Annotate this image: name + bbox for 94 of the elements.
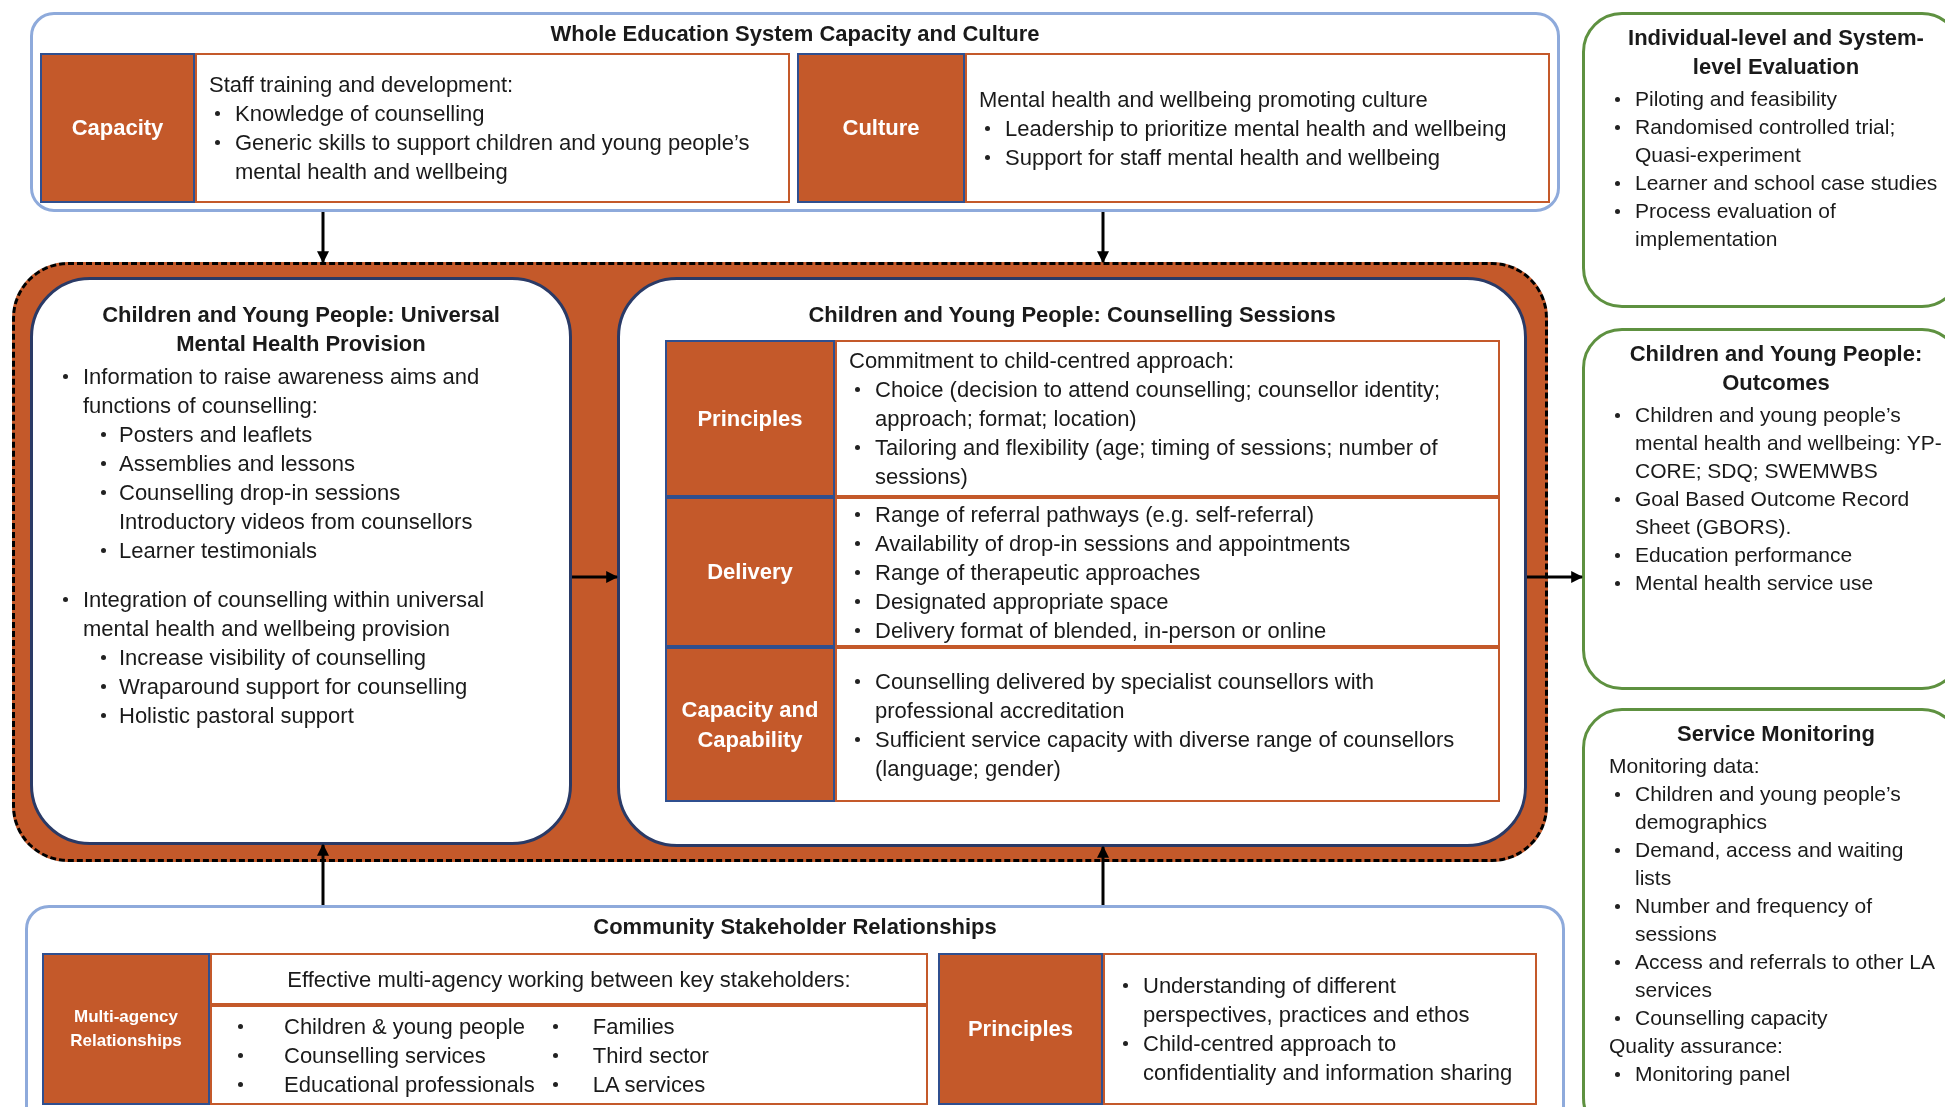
bullet-item: Assemblies and lessons [57, 449, 545, 478]
bullet-item: Tailoring and flexibility (age; timing of sessions; number of sessions) [849, 433, 1486, 491]
bullet-item: Randomised controlled trial; Quasi-experiment [1609, 113, 1943, 169]
bullet-item: Children and young people’s demographics [1609, 780, 1943, 836]
bullet-item: Choice (decision to attend counselling; counsellor identity; approach; format; location) [849, 375, 1486, 433]
content-box [1103, 953, 1537, 1105]
content-box [210, 953, 928, 1005]
bullet-item: Generic skills to support children and young people’s mental health and wellbeing [209, 128, 776, 186]
heading: Community Stakeholder Relationships [592, 913, 998, 941]
outcome-panel [1582, 12, 1945, 308]
section-label-box [42, 953, 210, 1105]
section-label: Principles [696, 404, 804, 433]
bullet-item: Counselling services [224, 1040, 535, 1070]
bullet-item: Increase visibility of counselling [57, 643, 545, 672]
section-label: Capacity [70, 114, 165, 142]
bullet-item: Monitoring panel [1609, 1060, 1943, 1088]
bullet-item: Learner testimonials [57, 536, 545, 565]
bullet-item: Support for staff mental health and wellbeing [979, 142, 1536, 172]
section-panel [25, 905, 1565, 1107]
heading: Children and Young People: Outcomes [1628, 340, 1924, 397]
section-label-box [40, 53, 195, 203]
bullet-item: Counselling drop-in sessions [57, 478, 545, 507]
bullet-item: Information to raise awareness aims and functions of counselling: [57, 362, 545, 420]
text: Introductory videos from counsellors [118, 508, 474, 536]
bullet-item: Integration of counselling within universal mental health and wellbeing provision [57, 585, 545, 643]
text: Monitoring data: [1609, 753, 1761, 779]
bullet-item: Counselling capacity [1609, 1004, 1943, 1032]
section-label: Culture [841, 114, 921, 142]
bullet-item: Mental health service use [1609, 569, 1943, 597]
arrow [317, 843, 329, 905]
bullet-item: Demand, access and waiting lists [1609, 836, 1943, 892]
section-label-box [665, 497, 835, 647]
arrow [572, 571, 619, 583]
arrow [1097, 212, 1109, 264]
arrow [1527, 571, 1584, 583]
bullet-item: Child-centred approach to confidentiality and information sharing [1117, 1029, 1523, 1087]
bullet-item: Children and young people’s mental health and wellbeing: YP-CORE; SDQ; SWEMWBS [1609, 401, 1943, 485]
text: Quality assurance: [1609, 1033, 1784, 1059]
section-label: Capacity and Capability [680, 695, 820, 754]
heading: Children and Young People: Universal Mental Health Provision [101, 301, 501, 358]
bullet-item: Range of referral pathways (e.g. self-referral) [849, 499, 1486, 529]
section-label-box [665, 340, 835, 497]
section-label-box [665, 647, 835, 802]
section-label: Delivery [706, 558, 794, 586]
section-label: Multi-agency Relationships [69, 1006, 183, 1052]
bullet-item: Range of therapeutic approaches [849, 557, 1486, 587]
bullet-item: Goal Based Outcome Record Sheet (GBORS). [1609, 485, 1943, 541]
bullet-item: Learner and school case studies [1609, 169, 1943, 197]
section-panel [30, 277, 572, 845]
text: Mental health and wellbeing promoting culture [979, 85, 1429, 114]
outcome-panel [1582, 328, 1945, 690]
bullet-item: Families [546, 1011, 709, 1041]
bullet-item: Understanding of different perspectives, practices and ethos [1117, 971, 1523, 1029]
bullet-item: Holistic pastoral support [57, 701, 545, 730]
bullet-item: Wraparound support for counselling [57, 672, 545, 701]
text: Staff training and development: [209, 71, 515, 99]
bullet-item: Number and frequency of sessions [1609, 892, 1943, 948]
bullet-item: Piloting and feasibility [1609, 85, 1943, 113]
bullet-item: Posters and leaflets [57, 420, 545, 449]
content-box [835, 497, 1500, 647]
heading: Service Monitoring [1675, 720, 1876, 748]
section-label-box [797, 53, 965, 203]
framework-band [12, 262, 1548, 862]
bullet-item: Sufficient service capacity with diverse range of counsellors (language; gender) [849, 724, 1486, 783]
bullet-item: Children & young people [224, 1011, 535, 1041]
heading: Children and Young People: Counselling Sessions [807, 301, 1337, 329]
bullet-item: Access and referrals to other LA services [1609, 948, 1943, 1004]
heading: Whole Education System Capacity and Culture [549, 20, 1041, 48]
bullet-item: Knowledge of counselling [209, 99, 776, 128]
bullet-item: Process evaluation of implementation [1609, 197, 1943, 253]
heading: Individual-level and System-level Evaluation [1627, 24, 1925, 81]
arrow [1097, 845, 1109, 905]
bullet-item: Education performance [1609, 541, 1943, 569]
bullet-item: Counselling delivered by specialist counsellors with professional accreditation [849, 666, 1486, 725]
bullet-item: Designated appropriate space [849, 586, 1486, 616]
text: Effective multi-agency working between key stakeholders: [287, 965, 851, 994]
content-box [195, 53, 790, 203]
bullet-item: LA services [546, 1069, 709, 1099]
bullet-item: Leadership to prioritize mental health and wellbeing [979, 113, 1536, 143]
arrow [317, 212, 329, 264]
content-box [835, 340, 1500, 497]
content-box [210, 1005, 928, 1105]
text: Commitment to child-centred approach: [849, 347, 1236, 375]
bullet-item: Availability of drop-in sessions and appointments [849, 528, 1486, 558]
content-box [835, 647, 1500, 802]
bullet-item: Third sector [546, 1040, 709, 1070]
bullet-item: Educational professionals [224, 1069, 535, 1099]
section-panel [30, 12, 1560, 212]
section-label: Principles [966, 1015, 1075, 1043]
section-label-box [938, 953, 1103, 1105]
section-panel [617, 277, 1527, 847]
outcome-panel [1582, 708, 1945, 1107]
bullet-item: Delivery format of blended, in-person or online [849, 615, 1486, 645]
content-box [965, 53, 1550, 203]
